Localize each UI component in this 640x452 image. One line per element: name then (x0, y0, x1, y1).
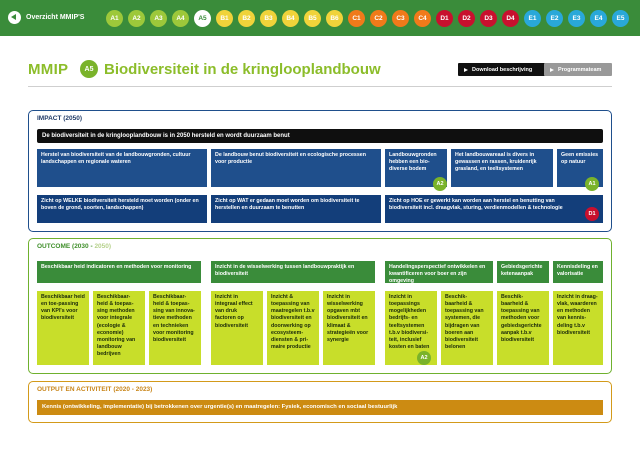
mmip-chip-a4[interactable]: A4 (172, 10, 189, 27)
mmip-chip-b6[interactable]: B6 (326, 10, 343, 27)
outcome-card: Beschikbaar-heid & toepas-sing methoden … (93, 291, 145, 365)
outcome-theme: Handelingsperspectief ontwikkelen en kwa… (385, 261, 493, 284)
mmip-chip-c3[interactable]: C3 (392, 10, 409, 27)
play-arrow-icon (464, 67, 468, 72)
mmip-chip-d3[interactable]: D3 (480, 10, 497, 27)
mmip-chip-e4[interactable]: E4 (590, 10, 607, 27)
mmip-chip-b5[interactable]: B5 (304, 10, 321, 27)
mmip-chip-list: A1 A2 A3 A4 A5 B1 B2 B3 B4 B5 B6 C1 C2 C3 C4 D1 D2 D3 D4 E1… (106, 10, 629, 27)
mmip-chip-e1[interactable]: E1 (524, 10, 541, 27)
mmip-chip-d2[interactable]: D2 (458, 10, 475, 27)
outcome-card: Inzicht & toepassing van maatregelen t.b… (267, 291, 319, 365)
download-description-button[interactable]: Download beschrijving (458, 63, 564, 76)
back-label: Overzicht MMIP'S (26, 14, 85, 21)
mmip-chip-d1[interactable]: D1 (436, 10, 453, 27)
mmip-d1-badge[interactable]: D1 (585, 207, 599, 221)
mmip-chip-c2[interactable]: C2 (370, 10, 387, 27)
current-mmip-badge: A5 (80, 60, 98, 78)
outcome-card: Beschik-baarheid & toepassing van system… (441, 291, 493, 365)
top-navigation: Overzicht MMIP'S A1 A2 A3 A4 A5 B1 B2 B3 B4 B5 B6 C… (0, 0, 640, 36)
impact-insight: Zicht op WELKE biodiversiteit hersteld m… (37, 195, 207, 223)
impact-insight: Zicht op WAT er gedaan moet worden om bi… (211, 195, 381, 223)
programmateam-button[interactable]: Programmateam (544, 63, 612, 76)
programmateam-button-label: Programmateam (558, 66, 602, 73)
outcome-theme: Gebiedsgerichte ketenaanpak (497, 261, 549, 283)
mmip-chip-a5[interactable]: A5 (194, 10, 211, 27)
mmip-chip-e2[interactable]: E2 (546, 10, 563, 27)
impact-section: IMPACT (2050) De biodiversiteit in de kr… (28, 110, 612, 232)
outcome-card: Inzicht in draag-vlak, waarderen en meth… (553, 291, 603, 365)
outcome-theme: Kennisdeling en valorisatie (553, 261, 603, 283)
mmip-chip-a2[interactable]: A2 (128, 10, 145, 27)
mmip-chip-b3[interactable]: B3 (260, 10, 277, 27)
impact-main-goal: De biodiversiteit in de kringlooplandbou… (37, 129, 603, 143)
output-section: OUTPUT EN ACTIVITEIT (2020 - 2023) Kenni… (28, 381, 612, 423)
play-arrow-icon (550, 67, 554, 72)
header-divider (28, 86, 612, 87)
outcome-card: Inzicht in wisselwerking opgaven mbt bio… (323, 291, 375, 365)
mmip-chip-e3[interactable]: E3 (568, 10, 585, 27)
mmip-label: MMIP (28, 61, 69, 78)
outcome-theme: Beschikbaar heid indicatoren en methoden… (37, 261, 201, 283)
outcome-section: OUTCOME (2030 - 2050) Beschikbaar heid i… (28, 238, 612, 374)
mmip-chip-a1[interactable]: A1 (106, 10, 123, 27)
mmip-a1-badge[interactable]: A1 (585, 177, 599, 191)
outcome-section-title: OUTCOME (2030 - 2050) (37, 243, 111, 250)
outcome-card: Beschikbaar-heid & toepas-sing van innov… (149, 291, 201, 365)
outcome-theme: Inzicht in de wisselwerking tussen landb… (211, 261, 375, 283)
impact-goal: Het landbouwareaal is divers in gewassen… (451, 149, 553, 187)
download-button-label: Download beschrijving (472, 66, 533, 73)
impact-section-title: IMPACT (2050) (37, 115, 83, 122)
outcome-title-year: 2050) (94, 243, 112, 250)
impact-goal: De landbouw benut biodiversiteit en ecol… (211, 149, 381, 187)
page-header: MMIP A5 Biodiversiteit in de kringloopla… (28, 60, 612, 82)
mmip-chip-b2[interactable]: B2 (238, 10, 255, 27)
back-to-overview-button[interactable]: Overzicht MMIP'S (8, 11, 84, 24)
mmip-a2-badge[interactable]: A2 (417, 351, 431, 365)
mmip-chip-b1[interactable]: B1 (216, 10, 233, 27)
mmip-chip-c1[interactable]: C1 (348, 10, 365, 27)
outcome-card: Inzicht in integraal effect van druk fac… (211, 291, 263, 365)
mmip-chip-a3[interactable]: A3 (150, 10, 167, 27)
mmip-a2-badge[interactable]: A2 (433, 177, 447, 191)
mmip-chip-c4[interactable]: C4 (414, 10, 431, 27)
outcome-card: Beschikbaar heid en toe-passing van KPI'… (37, 291, 89, 365)
mmip-chip-e5[interactable]: E5 (612, 10, 629, 27)
impact-goal: Herstel van biodiversiteit van de landbo… (37, 149, 207, 187)
output-section-title: OUTPUT EN ACTIVITEIT (2020 - 2023) (37, 386, 153, 393)
page-title: Biodiversiteit in de kringlooplandbouw (104, 61, 381, 78)
outcome-card: Beschik-baarheid & toepassing van method… (497, 291, 549, 365)
mmip-chip-d4[interactable]: D4 (502, 10, 519, 27)
chevron-left-icon (8, 11, 21, 24)
output-activity-bar: Kennis (ontwikkeling, implementatie) bij… (37, 400, 603, 415)
mmip-chip-b4[interactable]: B4 (282, 10, 299, 27)
impact-insight: Zicht op HOE er gewerkt kan worden aan h… (385, 195, 603, 223)
outcome-title-main: OUTCOME (2030 - (37, 243, 95, 250)
